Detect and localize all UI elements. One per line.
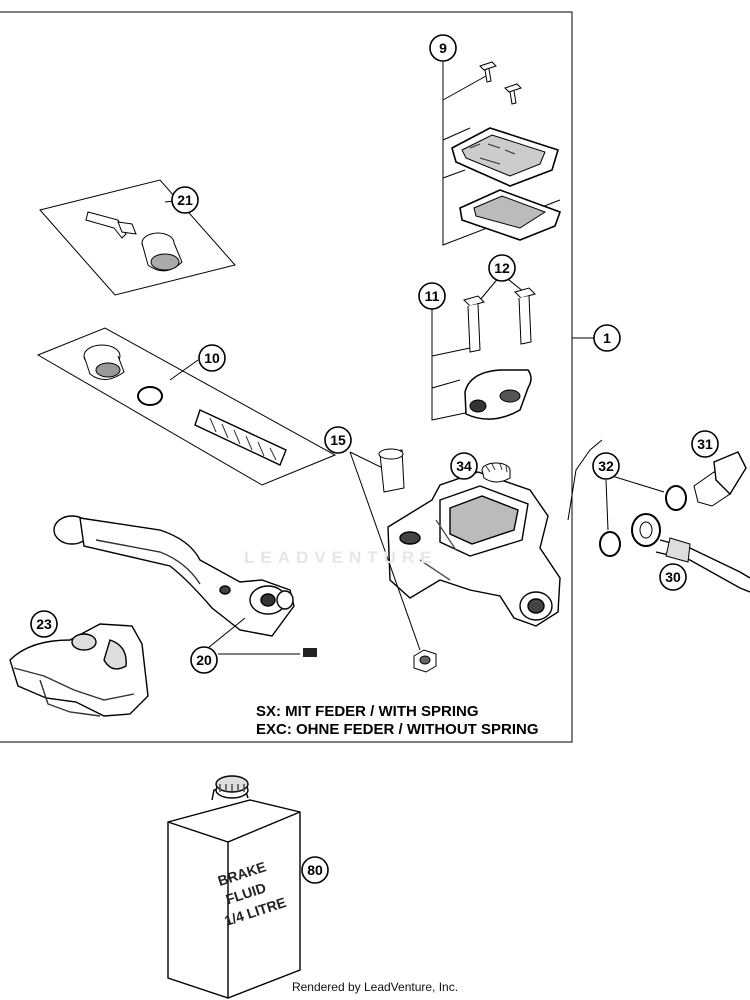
assembly-frame xyxy=(0,11,573,743)
callout-12[interactable]: 12 xyxy=(488,254,516,282)
callout-10[interactable]: 10 xyxy=(198,344,226,372)
callout-11[interactable]: 11 xyxy=(418,282,446,310)
callout-20[interactable]: 20 xyxy=(190,646,218,674)
svg-text:23: 23 xyxy=(36,616,52,632)
part-80-brake-fluid xyxy=(167,775,301,999)
callout-23[interactable]: 23 xyxy=(30,610,58,638)
part-group-11-12 xyxy=(431,275,536,421)
part-group-21 xyxy=(39,179,236,296)
callout-1[interactable]: 1 xyxy=(593,324,621,352)
svg-text:20: 20 xyxy=(196,652,212,668)
svg-text:34: 34 xyxy=(456,458,472,474)
svg-text:30: 30 xyxy=(665,569,681,585)
callout-15[interactable]: 15 xyxy=(324,426,352,454)
callout-80[interactable]: 80 xyxy=(301,856,329,884)
svg-text:21: 21 xyxy=(177,192,193,208)
callout-32[interactable]: 32 xyxy=(592,452,620,480)
svg-text:15: 15 xyxy=(330,432,346,448)
footer-credit: Rendered by LeadVenture, Inc. xyxy=(291,980,459,994)
part-20-spring xyxy=(303,648,317,657)
part-20-lever xyxy=(53,515,295,637)
callout-30[interactable]: 30 xyxy=(659,563,687,591)
callout-34[interactable]: 34 xyxy=(450,452,478,480)
part-group-9 xyxy=(442,61,562,246)
callout-31[interactable]: 31 xyxy=(691,430,719,458)
part-34-cap xyxy=(481,462,511,483)
callout-9[interactable]: 9 xyxy=(429,34,457,62)
watermark: LEADVENTURE xyxy=(244,548,438,567)
note-sx: SX: MIT FEDER / WITH SPRING xyxy=(256,703,479,720)
svg-text:12: 12 xyxy=(494,260,510,276)
svg-text:31: 31 xyxy=(697,436,713,452)
master-cylinder-body xyxy=(387,471,561,627)
note-exc: EXC: OHNE FEDER / WITHOUT SPRING xyxy=(256,721,539,738)
svg-text:11: 11 xyxy=(425,288,440,304)
part-group-10 xyxy=(36,327,337,486)
svg-text:32: 32 xyxy=(598,458,614,474)
svg-text:80: 80 xyxy=(307,862,323,878)
leader-20b xyxy=(207,617,246,649)
callout-21[interactable]: 21 xyxy=(171,186,199,214)
part-15-pin xyxy=(349,448,437,673)
svg-text:10: 10 xyxy=(204,350,220,366)
svg-text:1: 1 xyxy=(603,330,611,346)
part-23-guard xyxy=(9,623,149,717)
part-group-hose xyxy=(567,439,750,593)
svg-text:9: 9 xyxy=(439,40,447,56)
